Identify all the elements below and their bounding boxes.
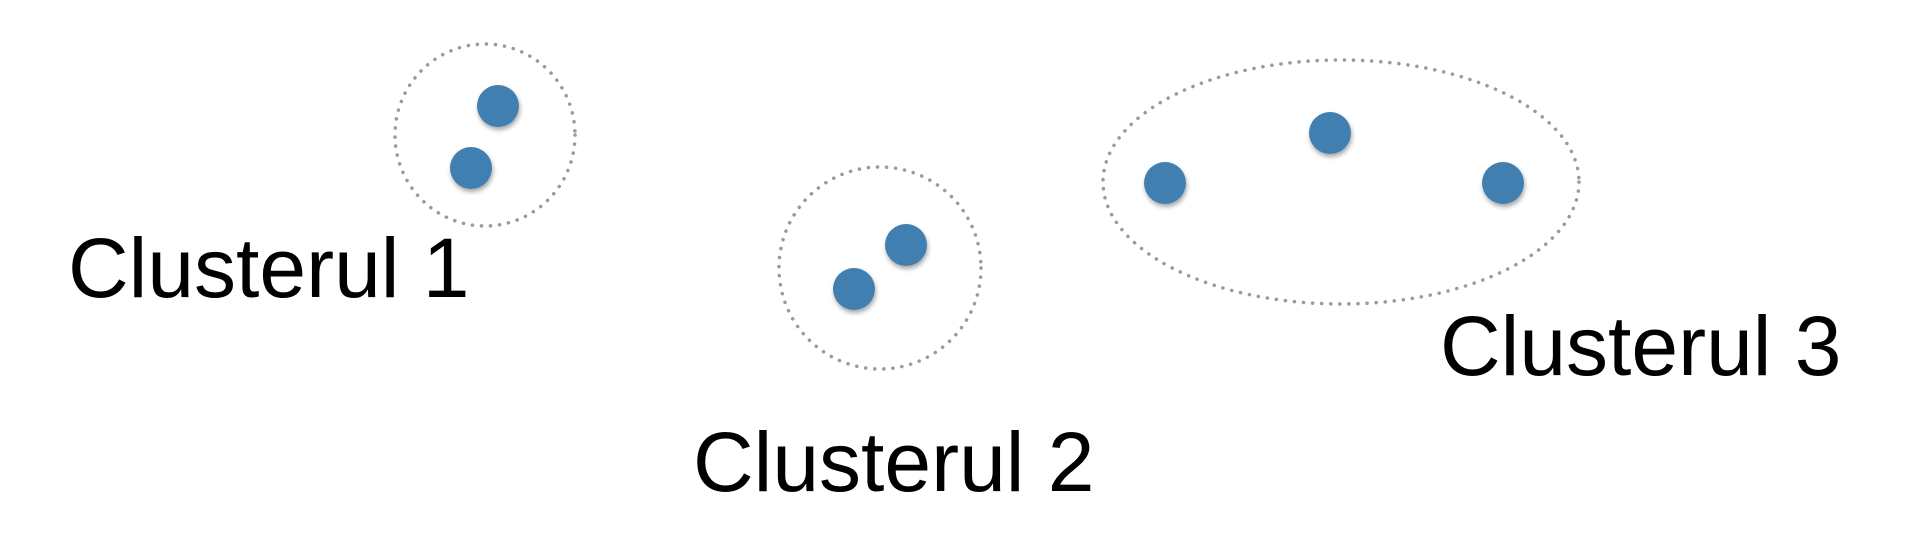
cluster-1-outline [393,42,577,228]
cluster-2: Clusterul 2 [693,165,1095,509]
cluster-2-label: Clusterul 2 [693,415,1095,509]
cluster-2-point [833,268,875,310]
cluster-2-point [885,224,927,266]
cluster-1-point [450,147,492,189]
cluster-3-point [1144,162,1186,204]
cluster-2-outline [777,165,983,371]
cluster-1: Clusterul 1 [68,42,577,315]
cluster-3-point [1309,112,1351,154]
cluster-1-label: Clusterul 1 [68,221,470,315]
cluster-3-label: Clusterul 3 [1440,299,1842,393]
cluster-3-point [1482,162,1524,204]
cluster-3-outline [1101,58,1581,306]
cluster-1-point [477,85,519,127]
cluster-3: Clusterul 3 [1101,58,1842,393]
